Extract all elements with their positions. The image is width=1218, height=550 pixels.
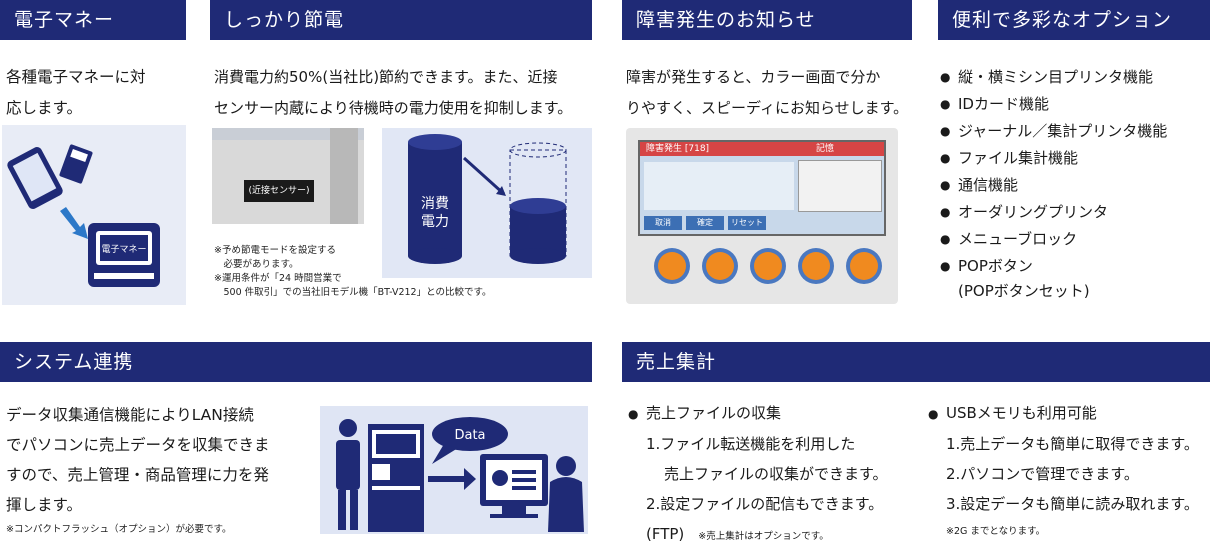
emoney-text-line-1: 各種電子マネーに対 — [6, 68, 146, 86]
bubble-label: Data — [454, 428, 485, 443]
cylinder-label-1: 消費 — [421, 196, 449, 212]
power-note-2: 必要があります。 — [214, 259, 299, 270]
option-item: IDカード機能 — [940, 91, 1216, 118]
orange-button-icon — [798, 248, 834, 284]
sales-right-note: ※2G までとなります。 — [946, 526, 1046, 537]
orange-button-icon — [750, 248, 786, 284]
system-text-line-1: データ収集通信機能によりLAN接続 — [6, 406, 254, 424]
option-item: 縦・横ミシン目プリンタ機能 — [940, 64, 1216, 91]
system-text-line-4: 揮します。 — [6, 496, 82, 514]
power-text-line-1: 消費電力約50%(当社比)節約できます。また、近接 — [214, 68, 558, 86]
reader-label: 電子マネー — [101, 244, 146, 255]
orange-button-icon — [702, 248, 738, 284]
power-text-line-2: センサー内蔵により待機時の電力使用を抑制します。 — [214, 99, 573, 117]
sales-header: 売上集計 — [622, 342, 1210, 382]
sales-right-item-1: 1.売上データも簡単に取得できます。 — [946, 435, 1199, 453]
computer-monitor-icon — [480, 454, 548, 518]
option-item: ファイル集計機能 — [940, 145, 1216, 172]
sensor-photo: (近接センサー) — [212, 128, 364, 224]
sales-left: ●売上ファイルの収集 1.ファイル転送機能を利用した 売上ファイルの収集ができま… — [628, 398, 928, 550]
fault-header: 障害発生のお知らせ — [622, 0, 912, 40]
sales-left-item-4: (FTP)※売上集計はオプションです。 — [646, 525, 829, 543]
sales-right: ●USBメモリも利用可能 1.売上データも簡単に取得できます。 2.パソコンで管… — [928, 398, 1216, 545]
system-illustration: Data — [320, 406, 588, 534]
device-photo: 障害発生 [718] 記憶 取消 確定 リセット — [626, 128, 898, 304]
power-note-4: 500 件取引」での当社旧モデル機「BT-V212」との比較です。 — [214, 287, 492, 298]
system-header: システム連携 — [0, 342, 592, 382]
system-text: データ収集通信機能によりLAN接続 でパソコンに売上データを収集できま すので、… — [6, 400, 306, 520]
sales-left-item-1: 1.ファイル転送機能を利用した — [646, 435, 856, 453]
screen-button-3: リセット — [728, 216, 766, 230]
vending-machine-icon — [368, 424, 424, 532]
card-reader-icon: 電子マネー — [88, 223, 160, 287]
emoney-text-line-2: 応します。 — [6, 99, 82, 117]
options-list: 縦・横ミシン目プリンタ機能 IDカード機能 ジャーナル／集計プリンタ機能 ファイ… — [940, 64, 1216, 280]
orange-button-icon — [654, 248, 690, 284]
sensor-label: (近接センサー) — [244, 180, 314, 202]
sales-left-heading: ●売上ファイルの収集 — [628, 404, 782, 422]
screen-button-2: 確定 — [686, 216, 724, 230]
arrow-right-icon — [428, 468, 476, 490]
option-item: 通信機能 — [940, 172, 1216, 199]
hardware-buttons — [654, 248, 882, 284]
sales-left-note: ※売上集計はオプションです。 — [698, 531, 829, 542]
power-text: 消費電力約50%(当社比)節約できます。また、近接 センサー内蔵により待機時の電… — [214, 62, 604, 124]
cylinder-after — [509, 142, 567, 264]
system-text-line-2: でパソコンに売上データを収集できま — [6, 436, 270, 454]
system-note: ※コンパクトフラッシュ（オプション）が必要です。 — [6, 524, 232, 535]
option-item: ジャーナル／集計プリンタ機能 — [940, 118, 1216, 145]
system-text-line-3: すので、売上管理・商品管理に力を発 — [6, 466, 269, 484]
fault-text-line-2: りやすく、スピーディにお知らせします。 — [626, 99, 909, 117]
color-screen: 障害発生 [718] 記憶 取消 確定 リセット — [638, 140, 886, 236]
speech-bubble-icon: Data — [432, 417, 508, 464]
option-item: オーダリングプリンタ — [940, 199, 1216, 226]
power-header: しっかり節電 — [210, 0, 592, 40]
person-seated-icon — [548, 456, 584, 532]
arrow-down-icon — [60, 207, 88, 239]
sales-right-heading: ●USBメモリも利用可能 — [928, 404, 1097, 422]
orange-button-icon — [846, 248, 882, 284]
smartphone-icon — [7, 147, 63, 209]
screen-button-1: 取消 — [644, 216, 682, 230]
sales-left-item-2: 売上ファイルの収集ができます。 — [664, 465, 888, 483]
ic-card-icon — [59, 144, 93, 184]
power-note-1: ※予め節電モードを設定する — [214, 245, 336, 256]
arrow-down-right-icon — [462, 156, 506, 196]
emoney-text: 各種電子マネーに対 応します。 — [6, 62, 186, 124]
sales-right-item-3: 3.設定データも簡単に読み取れます。 — [946, 495, 1199, 513]
options-header: 便利で多彩なオプション — [938, 0, 1210, 40]
person-icon — [336, 419, 360, 530]
screen-header: 障害発生 [718] — [646, 144, 710, 154]
option-item-sub: (POPボタンセット) — [958, 282, 1090, 300]
screen-header-right: 記憶 — [815, 144, 834, 154]
power-cylinder-chart: 消費 電力 — [382, 128, 592, 278]
fault-text-line-1: 障害が発生すると、カラー画面で分か — [626, 68, 881, 86]
sales-left-item-3: 2.設定ファイルの配信もできます。 — [646, 495, 884, 513]
option-item: メニューブロック — [940, 226, 1216, 253]
emoney-header: 電子マネー — [0, 0, 186, 40]
power-notes: ※予め節電モードを設定する 必要があります。 ※運用条件が「24 時間営業で 5… — [214, 244, 544, 300]
sales-right-item-2: 2.パソコンで管理できます。 — [946, 465, 1139, 483]
cylinder-before — [408, 134, 462, 264]
fault-text: 障害が発生すると、カラー画面で分か りやすく、スピーディにお知らせします。 — [626, 62, 926, 124]
cylinder-label-2: 電力 — [421, 214, 449, 230]
emoney-illustration: 電子マネー — [2, 125, 186, 305]
power-note-3: ※運用条件が「24 時間営業で — [214, 273, 342, 284]
option-item: POPボタン — [940, 253, 1216, 280]
